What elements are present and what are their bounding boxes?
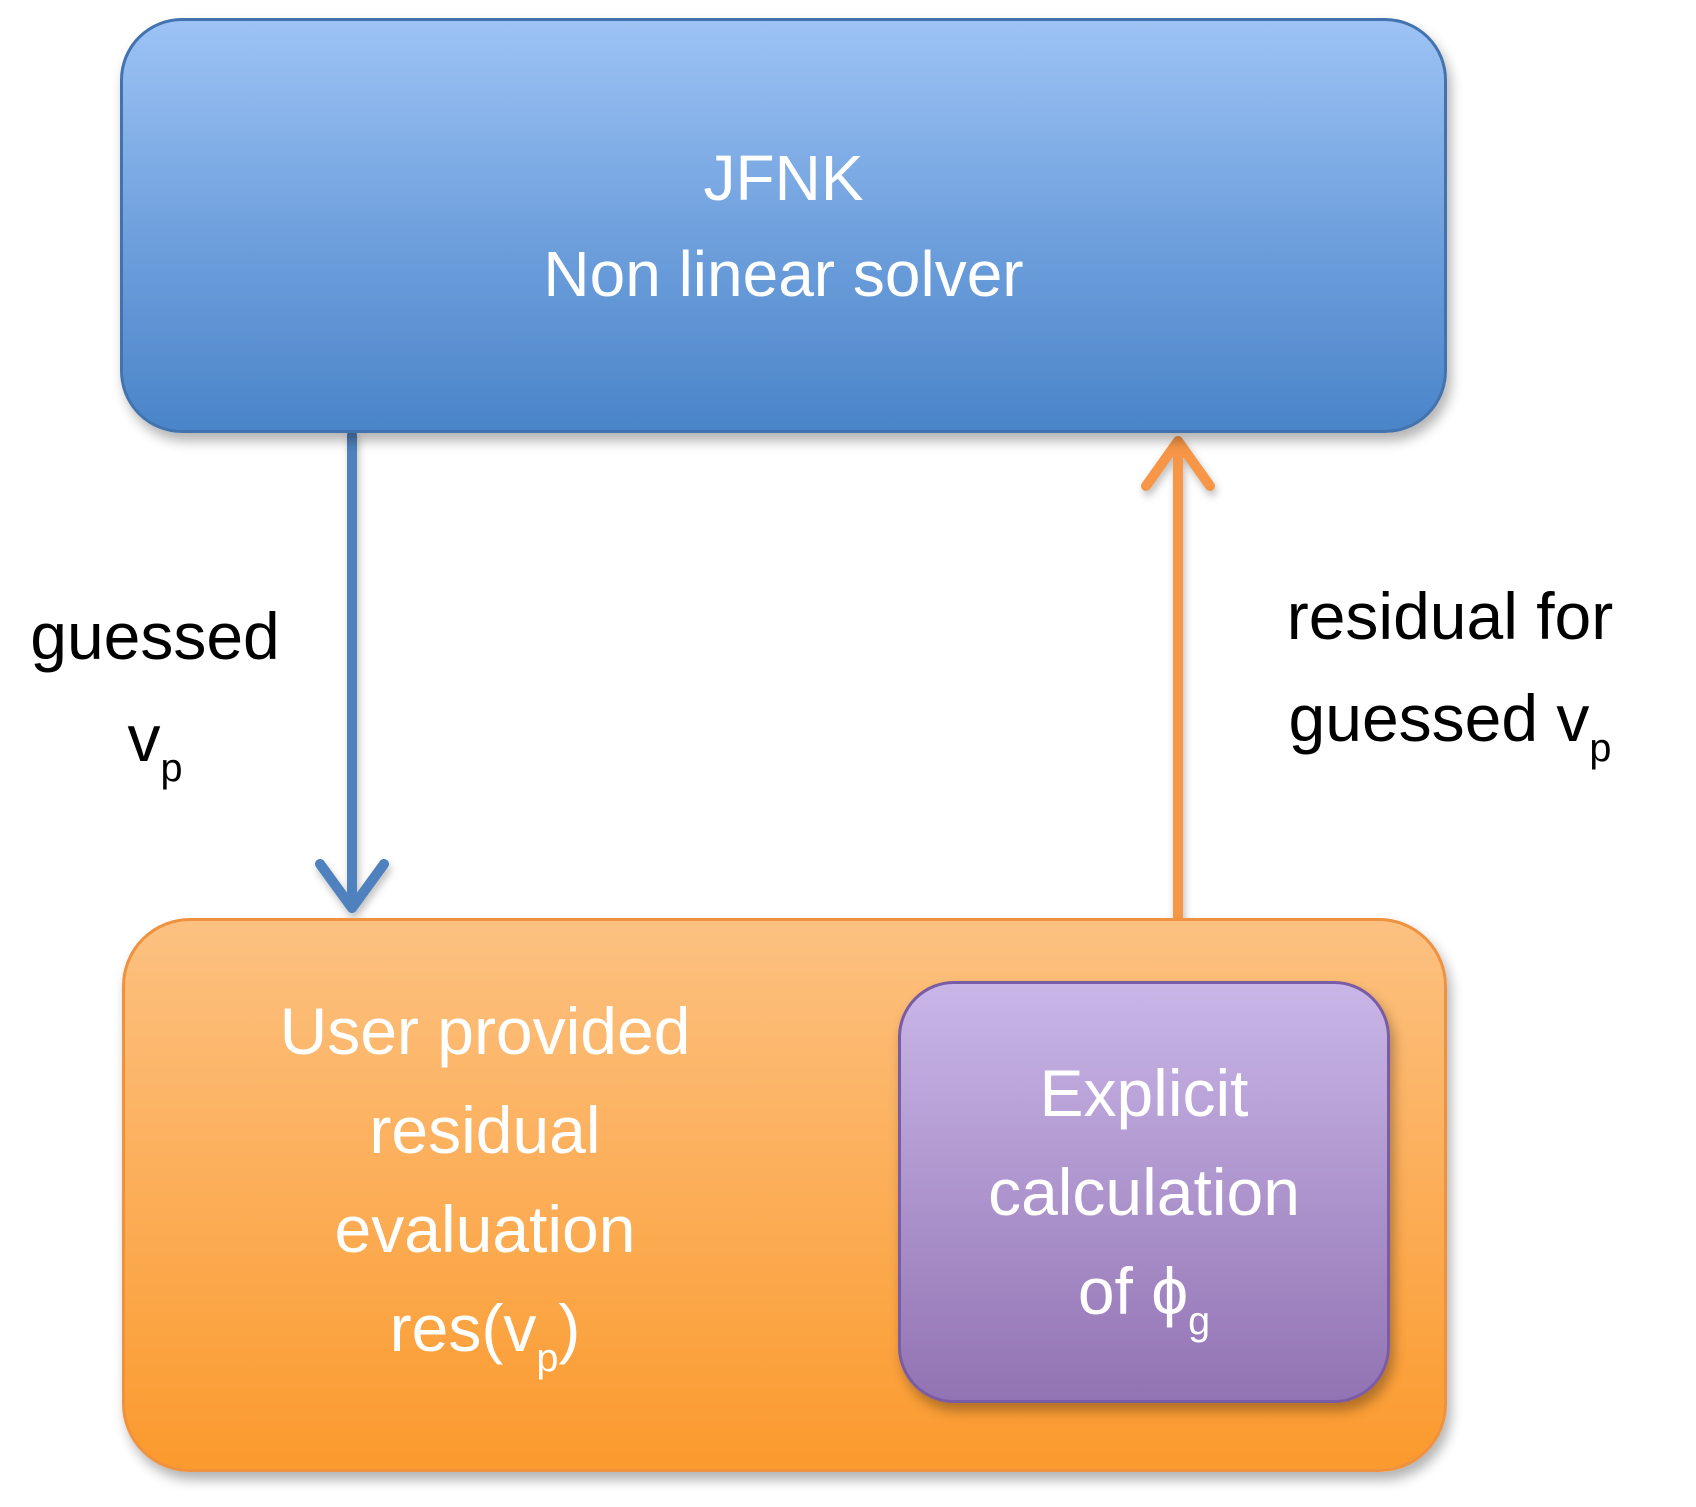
phi-g-subscript: g bbox=[1188, 1298, 1211, 1343]
vp-subscript: p bbox=[1589, 726, 1612, 771]
guessed-vp-label-line1: guessed bbox=[30, 599, 280, 673]
residual-arrow-up bbox=[1141, 436, 1215, 921]
user-residual-evaluation-box: User provided residual evaluation res(vp… bbox=[122, 918, 1447, 1472]
residual-text-line1: User provided bbox=[279, 994, 691, 1068]
solver-title-line: JFNK bbox=[703, 141, 864, 214]
explicit-phi-text: Explicit calculation of ϕg bbox=[988, 1044, 1300, 1341]
residual-text-line2: residual bbox=[369, 1093, 601, 1167]
solver-subtitle-line: Non linear solver bbox=[543, 237, 1024, 310]
guessed-vp-arrow-down bbox=[315, 430, 389, 913]
guessed-vp-label-line2: vp bbox=[127, 701, 183, 791]
jfnk-solver-box: JFNK Non linear solver bbox=[120, 18, 1447, 433]
phi-text-line2: calculation bbox=[988, 1154, 1300, 1229]
guessed-vp-label: guessed vp bbox=[0, 585, 310, 790]
residual-for-guessed-vp-label: residual for guessed vp bbox=[1200, 565, 1696, 770]
user-residual-evaluation-text: User provided residual evaluation res(vp… bbox=[165, 921, 805, 1469]
vp-subscript: p bbox=[160, 746, 183, 791]
phi-text-line1: Explicit bbox=[1039, 1055, 1249, 1130]
phi-formula: of ϕg bbox=[1077, 1253, 1211, 1343]
residual-label-line1: residual for bbox=[1286, 579, 1614, 653]
residual-formula: res(vp) bbox=[389, 1291, 581, 1381]
jfnk-solver-text: JFNK Non linear solver bbox=[543, 130, 1023, 322]
explicit-phi-calculation-box: Explicit calculation of ϕg bbox=[898, 981, 1390, 1403]
residual-text-line3: evaluation bbox=[334, 1192, 636, 1266]
residual-label-line2: guessed vp bbox=[1288, 681, 1612, 771]
vp-subscript: p bbox=[536, 1336, 559, 1381]
